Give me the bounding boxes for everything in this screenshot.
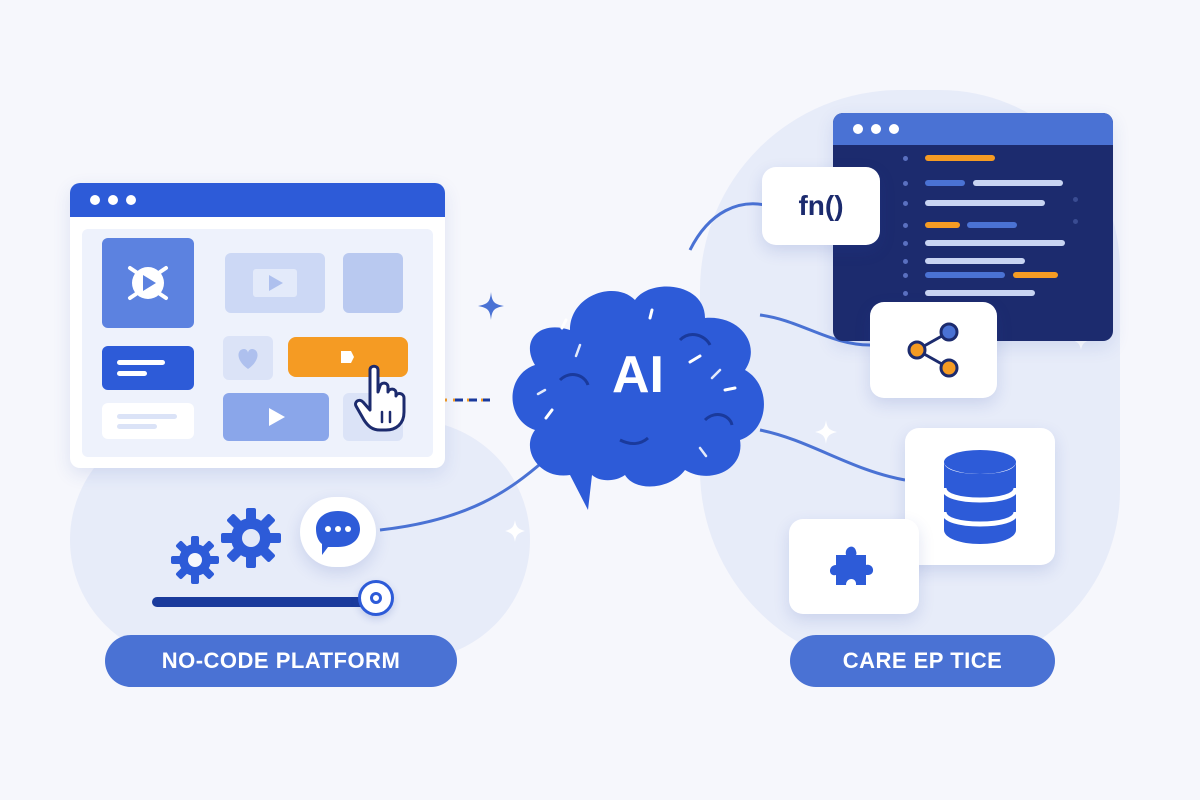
code-line <box>925 222 960 228</box>
line-marker <box>903 273 908 278</box>
window-dot <box>108 195 118 205</box>
code-line <box>925 240 1065 246</box>
heart-icon <box>238 349 258 369</box>
text-block-tile-light[interactable] <box>102 403 194 439</box>
line-marker <box>903 259 908 264</box>
tag-icon <box>341 351 354 363</box>
gear-icon <box>221 508 281 568</box>
window-dot <box>126 195 136 205</box>
window-dot <box>853 124 863 134</box>
text-line <box>117 371 147 376</box>
code-line <box>925 155 995 161</box>
text-line <box>117 414 177 419</box>
video-tile-blue[interactable] <box>223 393 329 441</box>
function-label: fn() <box>798 190 844 221</box>
code-line <box>1013 272 1058 278</box>
text-line <box>117 424 157 429</box>
text-line <box>117 360 165 365</box>
code-line <box>925 290 1035 296</box>
gear-icon <box>171 536 219 584</box>
brain-label: AI <box>612 346 664 404</box>
play-icon <box>253 269 297 297</box>
play-icon <box>269 408 285 426</box>
window-dot <box>889 124 899 134</box>
play-icon <box>128 266 168 300</box>
no-code-editor-window <box>70 183 445 468</box>
code-line <box>967 222 1017 228</box>
line-marker <box>903 223 908 228</box>
function-card[interactable]: fn() <box>762 167 880 245</box>
progress-slider-track[interactable] <box>152 597 377 607</box>
window-dot <box>871 124 881 134</box>
slider-handle-dot <box>370 592 382 604</box>
progress-slider-handle[interactable] <box>358 580 394 616</box>
code-line <box>925 258 1025 264</box>
line-marker <box>903 181 908 186</box>
code-line <box>925 272 1005 278</box>
hand-pointer-icon <box>354 364 406 432</box>
code-line <box>925 200 1045 206</box>
sparkle-icon <box>505 520 525 542</box>
database-card[interactable] <box>905 428 1055 565</box>
sparkle-icon <box>815 420 837 444</box>
share-card[interactable] <box>870 302 997 398</box>
right-platform-label: CARE EP TICE <box>790 635 1055 687</box>
database-icon <box>941 449 1019 544</box>
share-nodes-icon <box>907 322 958 378</box>
line-marker <box>1073 197 1078 202</box>
puzzle-card[interactable] <box>789 519 919 614</box>
brain-icon <box>512 286 764 510</box>
text-block-tile[interactable] <box>102 346 194 390</box>
puzzle-icon <box>830 546 874 585</box>
code-line <box>973 180 1063 186</box>
chat-bubble-icon <box>316 511 360 555</box>
heart-tile[interactable] <box>223 336 273 380</box>
editor-title-bar <box>833 113 1113 145</box>
media-tile-primary[interactable] <box>102 238 194 328</box>
image-tile[interactable] <box>343 253 403 313</box>
line-marker <box>903 201 908 206</box>
line-marker <box>903 291 908 296</box>
video-tile[interactable] <box>225 253 325 313</box>
drag-button-tile[interactable] <box>288 337 408 377</box>
sparkle-icon <box>478 292 504 320</box>
line-marker <box>903 156 908 161</box>
window-dot <box>90 195 100 205</box>
line-marker <box>903 241 908 246</box>
code-line <box>925 180 965 186</box>
no-code-platform-label: NO-CODE PLATFORM <box>105 635 457 687</box>
window-title-bar <box>70 183 445 217</box>
line-marker <box>1073 219 1078 224</box>
chat-card[interactable] <box>300 497 376 567</box>
